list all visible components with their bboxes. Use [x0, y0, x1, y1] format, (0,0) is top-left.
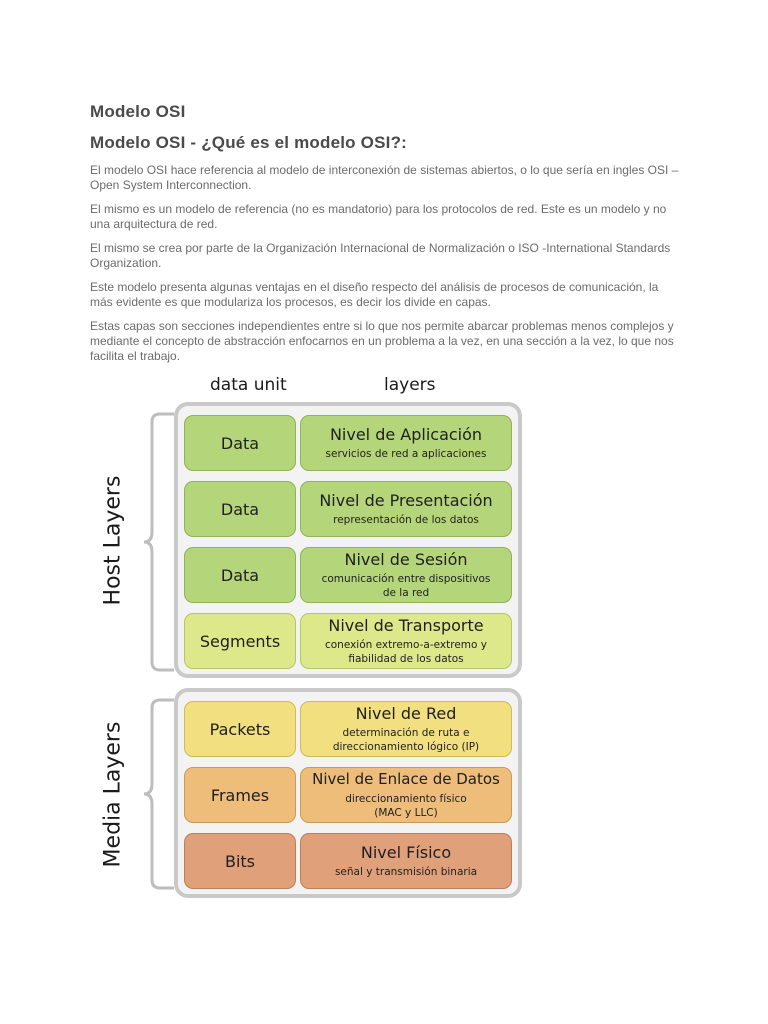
layers-header: layers: [384, 375, 436, 395]
media-layers-label: Media Layers: [100, 721, 126, 868]
layer-name: Nivel de Transporte: [328, 616, 484, 635]
layer-description: servicios de red a aplicaciones: [325, 448, 487, 460]
layer-description: determinación de ruta e direccionamiento…: [332, 727, 480, 753]
layer-name: Nivel de Enlace de Datos: [312, 770, 500, 788]
host-brace: [143, 412, 174, 672]
paragraph: El mismo se crea por parte de la Organiz…: [90, 241, 671, 270]
media-brace: [143, 698, 174, 890]
layer-cell: Nivel de Presentación representación de …: [300, 481, 512, 537]
layer-cell: Nivel de Red determinación de ruta e dir…: [300, 701, 512, 757]
layer-cell: Nivel de Aplicación servicios de red a a…: [300, 415, 512, 471]
layer-name: Nivel Físico: [360, 843, 452, 862]
paragraph: Este modelo presenta algunas ventajas en…: [90, 280, 659, 309]
layer-description: representación de los datos: [333, 514, 479, 526]
layer-cell: Nivel Físico señal y transmisión binaria: [300, 833, 512, 889]
paragraph: El modelo OSI hace referencia al modelo …: [90, 163, 679, 192]
layer-description: señal y transmisión binaria: [334, 866, 478, 878]
host-layers-label: Host Layers: [100, 475, 126, 606]
data-unit-cell: Bits: [184, 833, 296, 889]
layer-name: Nivel de Aplicación: [329, 425, 483, 444]
paragraph: El mismo es un modelo de referencia (no …: [90, 202, 667, 231]
body-text: El modelo OSI hace referencia al modelo …: [90, 163, 680, 373]
layer-name: Nivel de Presentación: [319, 491, 493, 510]
data-unit-cell: Frames: [184, 767, 296, 823]
layer-name: Nivel de Sesión: [344, 550, 468, 569]
layer-description: comunicación entre dispositivos de la re…: [321, 573, 491, 599]
data-unit-cell: Packets: [184, 701, 296, 757]
data-unit-cell: Data: [184, 415, 296, 471]
page-title: Modelo OSI: [90, 102, 186, 121]
layer-name: Nivel de Red: [355, 704, 457, 723]
layer-description: direccionamiento físico (MAC y LLC): [345, 793, 467, 819]
layer-cell: Nivel de Sesión comunicación entre dispo…: [300, 547, 512, 603]
layer-cell: Nivel de Transporte conexión extremo-a-e…: [300, 613, 512, 669]
paragraph: Estas capas son secciones independientes…: [90, 319, 674, 363]
data-unit-cell: Data: [184, 481, 296, 537]
data-unit-cell: Segments: [184, 613, 296, 669]
data-unit-header: data unit: [210, 375, 287, 395]
osi-diagram: data unit layers Host Layers Media Layer…: [0, 370, 768, 910]
section-title: Modelo OSI - ¿Qué es el modelo OSI?:: [90, 133, 408, 152]
layer-cell: Nivel de Enlace de Datos direccionamient…: [300, 767, 512, 823]
layer-description: conexión extremo-a-extremo y fiabilidad …: [324, 639, 488, 665]
data-unit-cell: Data: [184, 547, 296, 603]
